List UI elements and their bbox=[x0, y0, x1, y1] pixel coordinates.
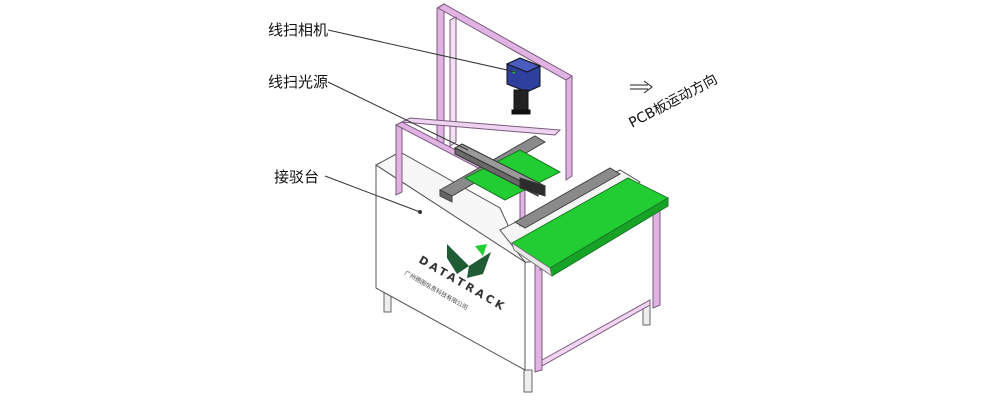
rail-front bbox=[514, 167, 621, 229]
leader-light-source bbox=[327, 81, 469, 151]
inner-post-left bbox=[395, 121, 403, 196]
gantry-post-left-inner bbox=[449, 16, 457, 147]
arrow-head bbox=[643, 80, 653, 94]
camera-top bbox=[505, 57, 542, 73]
camera-lens-ring bbox=[511, 109, 531, 115]
direction-arrow bbox=[630, 80, 653, 94]
leader-docking-table bbox=[324, 175, 421, 213]
frame-post-front bbox=[534, 261, 543, 373]
gantry-post-right bbox=[565, 75, 573, 181]
leader-camera bbox=[327, 29, 517, 73]
label-pcb-direction: PCB板运动方向 bbox=[626, 71, 720, 131]
leader-dot bbox=[418, 210, 422, 214]
label-line-scan-light: 线扫光源 bbox=[268, 73, 328, 91]
logo-shape-top bbox=[475, 244, 487, 256]
gantry-top-beam bbox=[437, 3, 573, 81]
logo-shape-left bbox=[447, 244, 469, 274]
line-light-source bbox=[453, 143, 547, 197]
belt-lip bbox=[511, 241, 553, 278]
inner-top-side bbox=[400, 117, 562, 136]
cabinet-top-left bbox=[375, 151, 527, 264]
light-bar-end bbox=[519, 177, 546, 197]
callout-leaders bbox=[324, 29, 517, 214]
company-logo bbox=[447, 244, 491, 278]
camera-gantry-frame bbox=[436, 3, 573, 181]
rail-back-end bbox=[439, 189, 453, 203]
line-scan-camera bbox=[505, 57, 542, 115]
frame-bottom-rail bbox=[541, 299, 651, 367]
main-conveyor-belt bbox=[511, 177, 670, 278]
label-docking-table: 接驳台 bbox=[274, 168, 319, 186]
label-line-scan-camera: 线扫相机 bbox=[268, 21, 328, 39]
logo-shape-right bbox=[467, 252, 491, 278]
light-bar-front bbox=[454, 147, 539, 197]
leg-front-right bbox=[523, 369, 533, 393]
camera-lens bbox=[513, 89, 529, 113]
